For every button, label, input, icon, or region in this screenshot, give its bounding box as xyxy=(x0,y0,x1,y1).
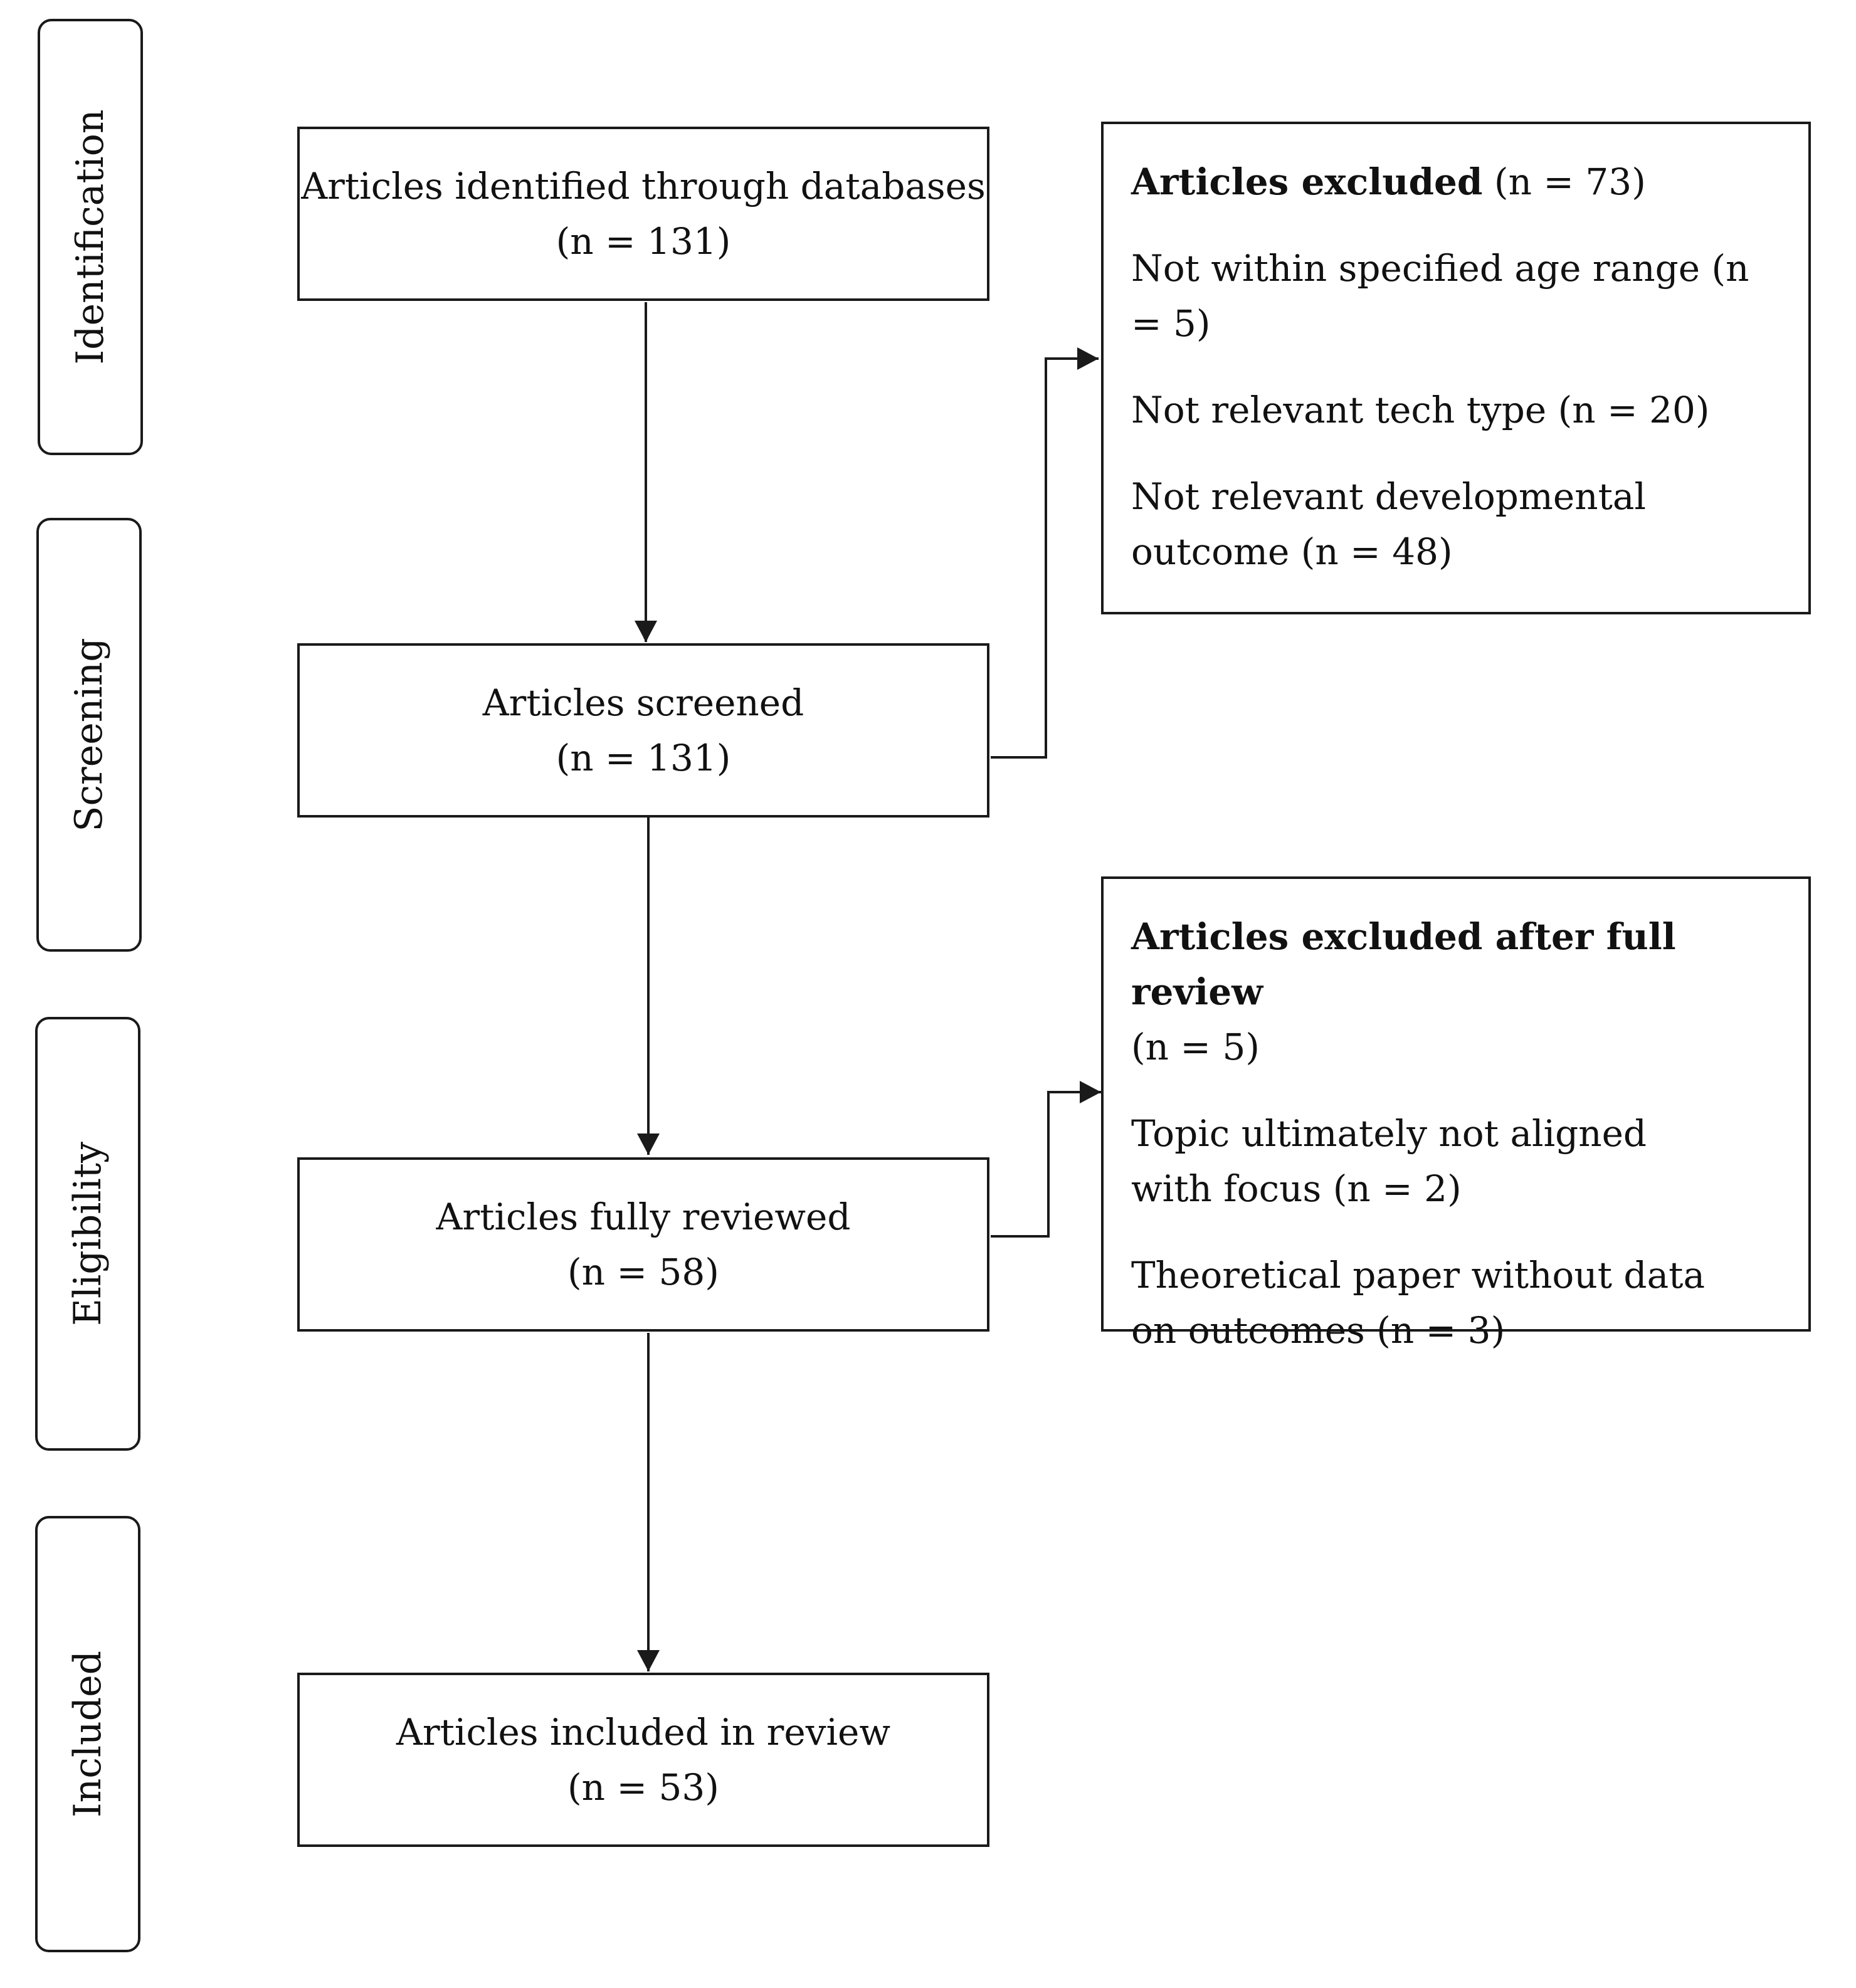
excluded-after-review-count: (n = 5) xyxy=(1131,1026,1260,1068)
box-articles-identified: Articles identified through databases (n… xyxy=(297,127,989,301)
arrowhead-reviewed-to-excluded-after-review xyxy=(1080,1081,1101,1103)
phase-identification: Identification xyxy=(38,19,143,455)
phase-screening: Screening xyxy=(36,518,142,952)
arrowhead-identified-to-screened xyxy=(635,621,657,642)
excluded-reason: Not relevant developmental outcome (n = … xyxy=(1131,475,1647,573)
excluded-title: Articles excluded xyxy=(1131,160,1483,203)
arrowhead-screened-to-excluded xyxy=(1077,347,1099,370)
excluded-reason: Not relevant tech type (n = 20) xyxy=(1131,389,1710,431)
box-articles-fully-reviewed: Articles fully reviewed (n = 58) xyxy=(297,1157,989,1332)
arrowhead-screened-to-reviewed xyxy=(637,1133,660,1155)
excluded-heading: Articles excluded (n = 73) xyxy=(1131,154,1783,209)
phase-label-included: Included xyxy=(66,1650,110,1818)
arrow-screened-to-excluded xyxy=(991,357,1099,759)
phase-eligibility: Eligibility xyxy=(35,1017,140,1451)
excluded-title-count: (n = 73) xyxy=(1482,160,1646,203)
box-articles-included: Articles included in review (n = 53) xyxy=(297,1673,989,1847)
excluded-after-review-heading: Articles excluded after full review (n = … xyxy=(1131,909,1783,1075)
box-articles-included-count: (n = 53) xyxy=(567,1766,719,1809)
box-articles-fully-reviewed-count: (n = 58) xyxy=(567,1251,719,1293)
excluded-after-review-title: Articles excluded after full review xyxy=(1131,915,1676,1013)
phase-label-identification: Identification xyxy=(68,109,112,365)
excluded-after-review-reason: Theoretical paper without data on outcom… xyxy=(1131,1254,1706,1352)
box-articles-screened-count: (n = 131) xyxy=(556,737,731,779)
box-articles-excluded: Articles excluded (n = 73) Not within sp… xyxy=(1101,122,1811,614)
box-articles-included-label: Articles included in review xyxy=(396,1711,890,1754)
excluded-after-review-reason: Topic ultimately not aligned with focus … xyxy=(1131,1112,1647,1210)
box-articles-screened: Articles screened (n = 131) xyxy=(297,643,989,818)
box-articles-fully-reviewed-label: Articles fully reviewed xyxy=(436,1196,851,1238)
box-articles-identified-label: Articles identified through databases xyxy=(301,165,986,208)
phase-label-screening: Screening xyxy=(67,638,111,832)
box-articles-excluded-after-review: Articles excluded after full review (n = … xyxy=(1101,876,1811,1352)
box-articles-screened-label: Articles screened xyxy=(482,681,804,724)
arrowhead-reviewed-to-included xyxy=(637,1650,660,1671)
arrow-reviewed-to-excluded-after-review xyxy=(991,1091,1101,1238)
phase-label-eligibility: Eligibility xyxy=(66,1142,110,1326)
phase-included: Included xyxy=(35,1516,140,1952)
box-articles-identified-count: (n = 131) xyxy=(556,220,731,263)
excluded-reason: Not within specified age range (n = 5) xyxy=(1131,247,1749,345)
